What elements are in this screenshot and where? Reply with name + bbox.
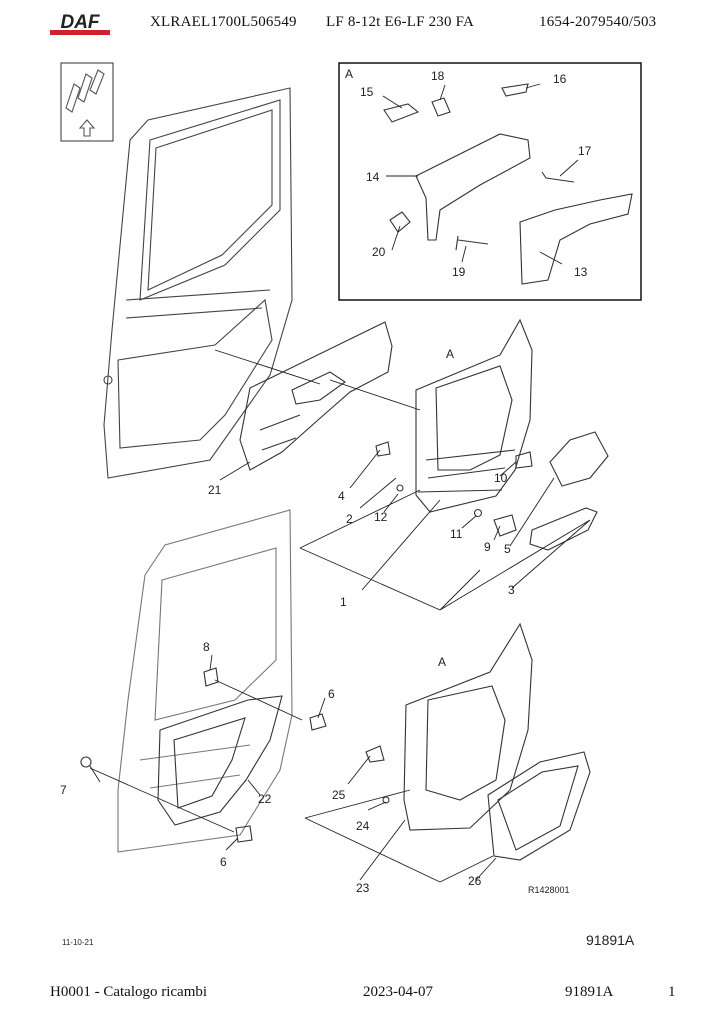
vin-number: XLRAEL1700L506549 bbox=[150, 14, 297, 30]
footer-catalog: H0001 - Catalogo ricambi bbox=[50, 984, 208, 1000]
screw-6-top bbox=[309, 713, 327, 731]
figure-id: 91891A bbox=[586, 932, 635, 948]
armrest-lower-3 bbox=[529, 507, 598, 551]
label-14: 14 bbox=[366, 170, 380, 184]
trim-panel-21 bbox=[239, 321, 393, 471]
door-frame-upper bbox=[103, 87, 293, 479]
label-12: 12 bbox=[374, 510, 388, 524]
model-name: LF 8-12t E6-LF 230 FA bbox=[326, 14, 475, 30]
label-6-top: 6 bbox=[328, 687, 335, 701]
label-6-bottom: 6 bbox=[220, 855, 227, 869]
label-9: 9 bbox=[484, 540, 491, 554]
label-20: 20 bbox=[372, 245, 386, 259]
clip-12 bbox=[396, 484, 404, 492]
label-4: 4 bbox=[338, 489, 345, 503]
drawing-date: 11-10-21 bbox=[62, 938, 94, 947]
label-1: 1 bbox=[340, 595, 347, 609]
callout-labels: A 15 18 16 17 14 20 19 13 A 21 4 2 12 10… bbox=[60, 67, 592, 895]
label-2: 2 bbox=[346, 512, 353, 526]
screw-11 bbox=[473, 508, 483, 518]
trim-panel-22 bbox=[157, 695, 283, 826]
cap-25 bbox=[365, 745, 385, 763]
leader-lines bbox=[89, 83, 591, 883]
label-inset-a: A bbox=[345, 67, 353, 81]
label-25: 25 bbox=[332, 788, 346, 802]
footer-page: 1 bbox=[668, 984, 676, 1000]
label-7: 7 bbox=[60, 783, 67, 797]
drawing-code: R1428001 bbox=[528, 885, 570, 895]
label-18: 18 bbox=[431, 69, 445, 83]
label-3: 3 bbox=[508, 583, 515, 597]
reference-number: 1654-2079540/503 bbox=[539, 14, 657, 30]
logo-text: DAF bbox=[60, 12, 100, 33]
label-10: 10 bbox=[494, 471, 508, 485]
footer-figure: 91891A bbox=[565, 984, 614, 1000]
clip-24 bbox=[382, 796, 390, 804]
orientation-icon bbox=[60, 62, 114, 142]
label-a-lower: A bbox=[438, 655, 446, 669]
label-19: 19 bbox=[452, 265, 466, 279]
label-26: 26 bbox=[468, 874, 482, 888]
label-17: 17 bbox=[578, 144, 592, 158]
label-13: 13 bbox=[574, 265, 588, 279]
label-16: 16 bbox=[553, 72, 567, 86]
door-trim-panel-main bbox=[415, 318, 533, 513]
label-15: 15 bbox=[360, 85, 374, 99]
label-a-main: A bbox=[446, 347, 454, 361]
detail-inset-box bbox=[338, 62, 642, 301]
cap-4 bbox=[375, 441, 391, 457]
door-trim-panel-lower bbox=[403, 622, 533, 831]
label-11: 11 bbox=[450, 527, 463, 541]
inset-parts bbox=[383, 83, 633, 285]
label-5: 5 bbox=[504, 542, 511, 556]
daf-logo: DAF bbox=[50, 12, 110, 35]
clip-8 bbox=[203, 667, 219, 687]
nut-7 bbox=[80, 756, 92, 768]
armrest-cover-5 bbox=[549, 431, 609, 487]
door-frame-lower bbox=[117, 509, 293, 853]
label-24: 24 bbox=[356, 819, 370, 833]
label-21: 21 bbox=[208, 483, 222, 497]
footer-date: 2023-04-07 bbox=[363, 984, 433, 1000]
label-22: 22 bbox=[258, 792, 272, 806]
label-8: 8 bbox=[203, 640, 210, 654]
screw-6-bottom bbox=[235, 825, 253, 843]
label-23: 23 bbox=[356, 881, 370, 895]
clip-10 bbox=[515, 451, 533, 469]
pocket-26 bbox=[487, 751, 591, 861]
